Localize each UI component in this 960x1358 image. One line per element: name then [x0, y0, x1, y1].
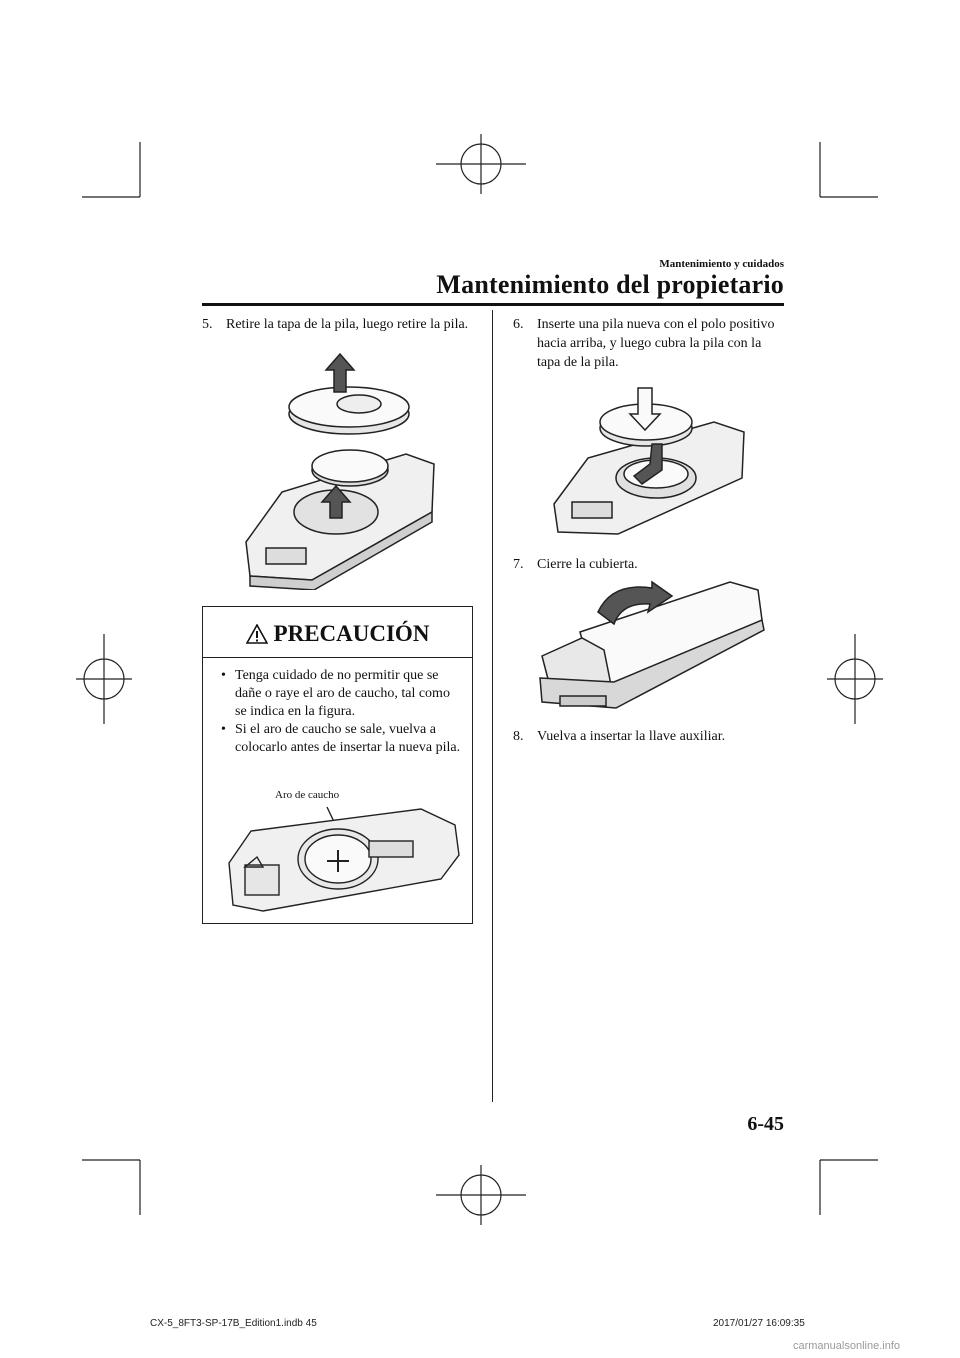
- step-text: Vuelva a insertar la llave auxiliar.: [537, 729, 726, 744]
- caution-bullet-text: Tenga cuidado de no permitir que se dañe…: [235, 668, 450, 719]
- footer-timestamp: 2017/01/27 16:09:35: [713, 1318, 805, 1329]
- bullet-dot: •: [221, 722, 226, 737]
- step-5: 5. Retire la tapa de la pila, luego reti…: [202, 315, 472, 334]
- caution-bullet-text: Si el aro de caucho se sale, vuelva a co…: [235, 722, 461, 755]
- step-text: Retire la tapa de la pila, luego retire …: [226, 317, 469, 332]
- footer-file-info: CX-5_8FT3-SP-17B_Edition1.indb 45: [150, 1318, 317, 1329]
- page-number: 6-45: [747, 1113, 784, 1135]
- rubber-ring-illustration: [228, 806, 460, 912]
- step-7: 7. Cierre la cubierta.: [513, 555, 785, 574]
- rubber-ring-callout: Aro de caucho: [275, 789, 340, 801]
- header-rule: [202, 303, 784, 306]
- caution-box: PRECAUCIÓN • Tenga cuidado de no permiti…: [202, 606, 473, 924]
- caution-title: PRECAUCIÓN: [273, 621, 430, 646]
- section-label: Mantenimiento y cuidados: [659, 258, 784, 270]
- step-text: Cierre la cubierta.: [537, 557, 638, 572]
- step-number: 8.: [513, 729, 524, 744]
- close-cover-illustration: [539, 580, 765, 709]
- step-number: 6.: [513, 317, 524, 332]
- bullet-dot: •: [221, 668, 226, 683]
- column-divider: [492, 310, 493, 1102]
- step-6: 6. Inserte una pila nueva con el polo po…: [513, 315, 785, 372]
- remove-battery-illustration: [245, 352, 435, 590]
- insert-battery-illustration: [553, 387, 745, 535]
- step-text: Inserte una pila nueva con el polo posit…: [537, 317, 775, 370]
- step-number: 5.: [202, 317, 213, 332]
- step-8: 8. Vuelva a insertar la llave auxiliar.: [513, 727, 785, 746]
- caution-bullet: • Tenga cuidado de no permitir que se da…: [221, 667, 461, 721]
- page-title: Mantenimiento del propietario: [436, 270, 784, 299]
- caution-rule: [203, 657, 472, 658]
- warning-triangle-icon: [245, 623, 268, 644]
- caution-heading: PRECAUCIÓN: [203, 621, 472, 647]
- watermark: carmanualsonline.info: [792, 1340, 900, 1352]
- caution-bullet: • Si el aro de caucho se sale, vuelva a …: [221, 721, 461, 757]
- step-number: 7.: [513, 557, 524, 572]
